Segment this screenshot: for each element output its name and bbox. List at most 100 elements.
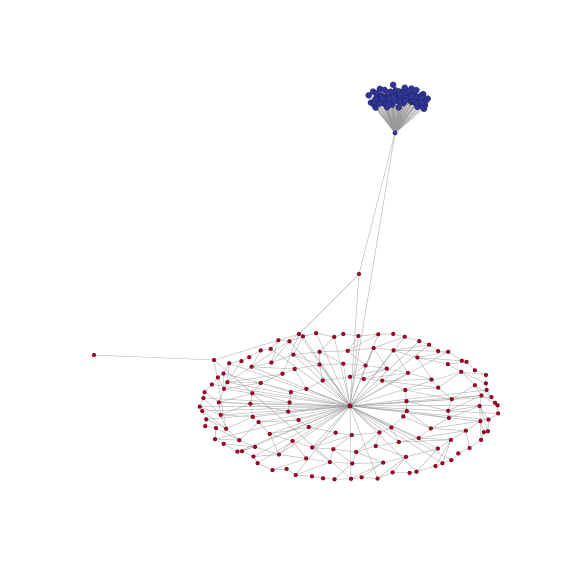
red-node [204,417,209,422]
red-edge [379,427,392,433]
red-edge [316,332,335,338]
red-node [209,382,214,387]
red-edge [334,463,353,480]
blue-node [405,87,413,95]
red-edge [363,372,408,380]
red-node [216,400,221,405]
red-node [401,414,406,419]
red-edge [306,380,323,390]
red-node [332,334,337,340]
red-node [414,469,419,474]
red-hub-spoke [349,405,380,433]
red-node [381,460,386,465]
bridge-edge [213,359,352,480]
red-node [290,438,295,444]
bridge-edge [213,359,227,429]
red-hub-spoke [349,405,438,449]
red-edge [405,389,452,400]
red-node [373,443,378,449]
red-edge [214,438,240,441]
red-node [448,437,454,442]
red-edge [386,368,409,374]
red-edge [347,347,374,352]
red-edge [405,448,438,458]
red-edge [271,340,279,363]
red-edge [218,402,222,415]
red-node [472,368,477,373]
red-node [201,395,206,401]
red-node [287,339,292,344]
blue-hub-spoke [394,108,425,134]
red-node [472,383,478,388]
red-node [449,397,454,402]
red-hub-spoke [349,395,482,407]
red-edge [377,456,407,479]
red-node [436,385,441,390]
bridge-edge [349,273,360,407]
red-node [407,470,412,475]
red-node [348,476,354,481]
red-node [287,400,292,405]
red-edge [430,420,481,429]
red-edge [351,432,380,436]
red-node [390,470,395,475]
red-node [292,366,297,372]
red-node [286,409,291,414]
red-edge [217,377,225,390]
red-edge [417,351,449,358]
red-node [202,390,207,395]
red-hub-spoke [278,405,351,455]
red-edge [254,446,280,455]
red-edge [215,427,240,441]
red-edge [382,380,406,391]
red-node [296,417,301,423]
red-node [433,463,438,469]
red-node [345,348,350,353]
blue-hub-node [392,130,398,136]
blue-node [395,104,402,111]
red-edge [448,417,481,422]
red-node [212,437,218,442]
red-edge [393,344,430,351]
red-edge [391,416,404,428]
blue-node [373,90,380,97]
red-edge [363,378,383,381]
red-node [391,348,396,353]
red-edge [225,428,240,441]
red-node [309,474,315,479]
red-edge [430,428,466,431]
red-node [221,386,227,391]
red-node [428,426,433,431]
red-edge [375,441,399,447]
red-edge [272,458,307,471]
bridge-node [211,357,217,363]
red-hub-spoke [349,404,498,407]
red-edge [251,362,272,368]
red-edge [218,388,225,403]
red-node [483,372,488,378]
red-hub-spoke [203,397,351,407]
red-edge [292,440,313,448]
red-edge [223,382,261,390]
red-hub-spoke [349,336,406,407]
red-edge [282,368,295,375]
red-node [270,467,275,473]
bridge-node [296,331,302,337]
red-node [405,370,411,375]
red-node [481,430,487,435]
red-node [293,472,298,478]
red-node [235,449,240,454]
red-node [250,414,255,419]
red-edge [393,350,409,374]
red-edge [416,465,436,472]
red-node [376,332,381,337]
red-edge [227,366,252,383]
red-edge [333,448,357,453]
red-hub-spoke [315,333,351,407]
blue-node [365,92,372,99]
red-hub-spoke [349,405,449,419]
red-node [350,461,355,466]
red-node [415,355,420,360]
blue-hub-spoke [394,106,423,134]
red-hub-spoke [349,405,352,479]
